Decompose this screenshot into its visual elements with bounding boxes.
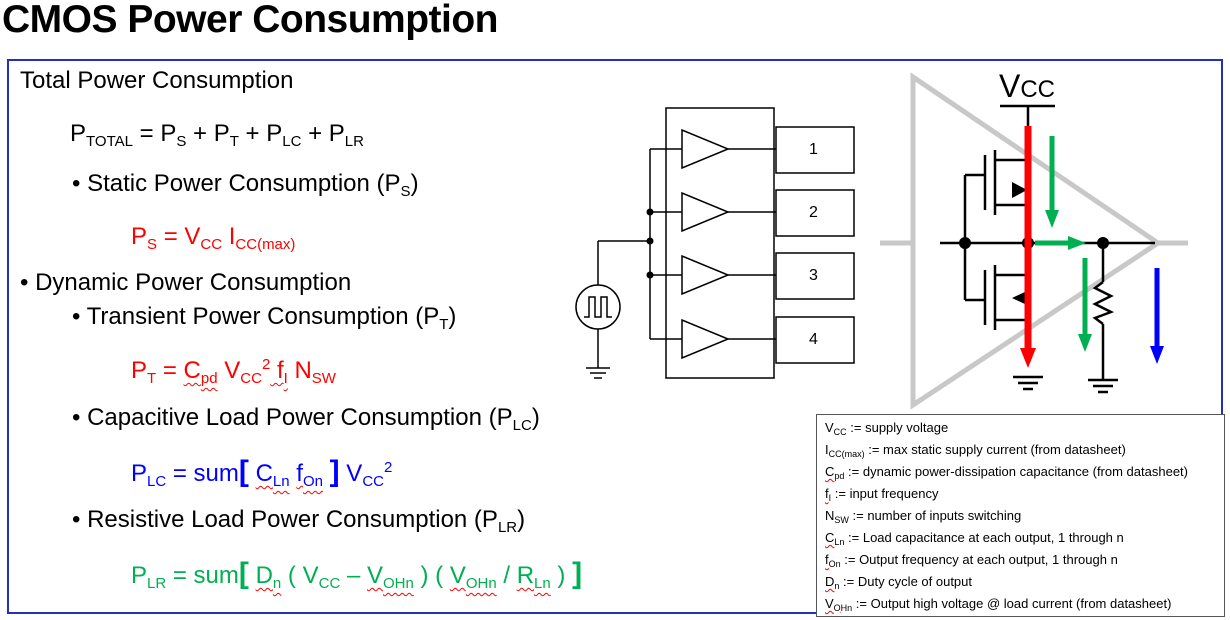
content-panel	[7, 59, 1223, 614]
equation-resistive: PLR = sum[ Dn ( VCC – VOHn ) ( VOHn / RL…	[131, 557, 583, 592]
bullet-dynamic-power: • Dynamic Power Consumption	[20, 269, 352, 296]
output-label-4: 4	[809, 331, 818, 348]
legend-item: Dn := Duty cycle of output	[825, 574, 973, 591]
output-label-1: 1	[809, 141, 818, 158]
heading-total-power: Total Power Consumption	[20, 67, 294, 94]
equation-total: PTOTAL = PS + PT + PLC + PLR	[70, 120, 364, 150]
legend-item: fOn := Output frequency at each output, …	[825, 552, 1118, 569]
output-label-3: 3	[809, 267, 818, 284]
page-title: CMOS Power Consumption	[2, 0, 499, 41]
legend-item: ICC(max) := max static supply current (f…	[825, 442, 1126, 459]
bullet-transient-power: • Transient Power Consumption (PT)	[72, 303, 457, 333]
bullet-resistive-power: • Resistive Load Power Consumption (PLR)	[72, 506, 526, 536]
legend-item: fI := input frequency	[825, 486, 939, 503]
legend-item: NSW := number of inputs switching	[825, 508, 1022, 525]
legend-item: VCC := supply voltage	[825, 420, 949, 437]
legend-item: VOHn := Output high voltage @ load curre…	[825, 596, 1172, 613]
equation-transient: PT = Cpd VCC2 fI NSW	[131, 356, 336, 387]
equation-capacitive: PLC = sum[ CLn fOn ] VCC2	[131, 455, 393, 490]
vcc-label: VCC	[999, 68, 1056, 104]
bullet-static-power: • Static Power Consumption (PS)	[72, 170, 419, 200]
legend-box: VCC := supply voltage ICC(max) := max st…	[816, 414, 1225, 617]
equation-static: PS = VCC ICC(max)	[131, 223, 296, 253]
bullet-capacitive-power: • Capacitive Load Power Consumption (PLC…	[72, 404, 540, 434]
output-label-2: 2	[809, 204, 818, 221]
legend-item: Cpd := dynamic power-dissipation capacit…	[825, 464, 1188, 481]
legend-item: CLn := Load capacitance at each output, …	[825, 530, 1124, 547]
